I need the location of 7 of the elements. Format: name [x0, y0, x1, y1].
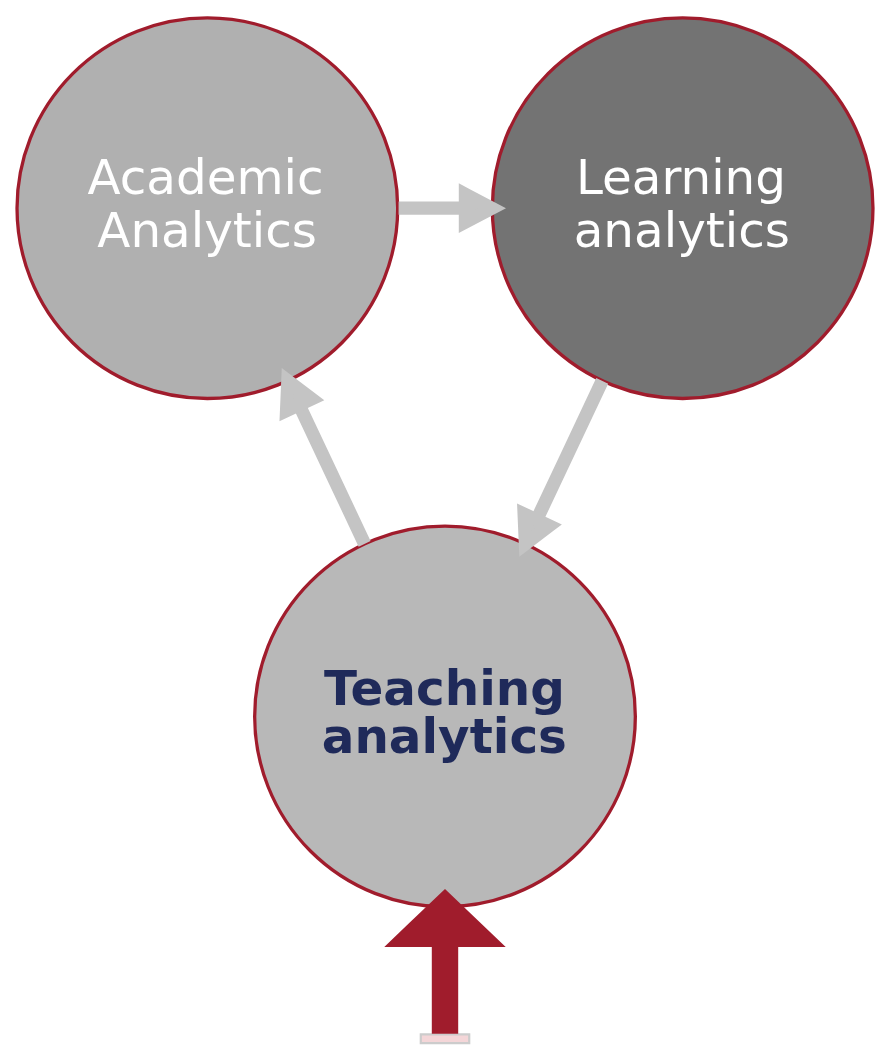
arrow [384, 888, 506, 1034]
node-circle: Learning analytics [490, 15, 875, 400]
arrow [398, 182, 506, 233]
node-circle: Teaching analytics [253, 523, 637, 908]
arrow [517, 377, 609, 557]
node-circle: Academic Analytics [15, 15, 400, 400]
arrow [279, 367, 371, 547]
